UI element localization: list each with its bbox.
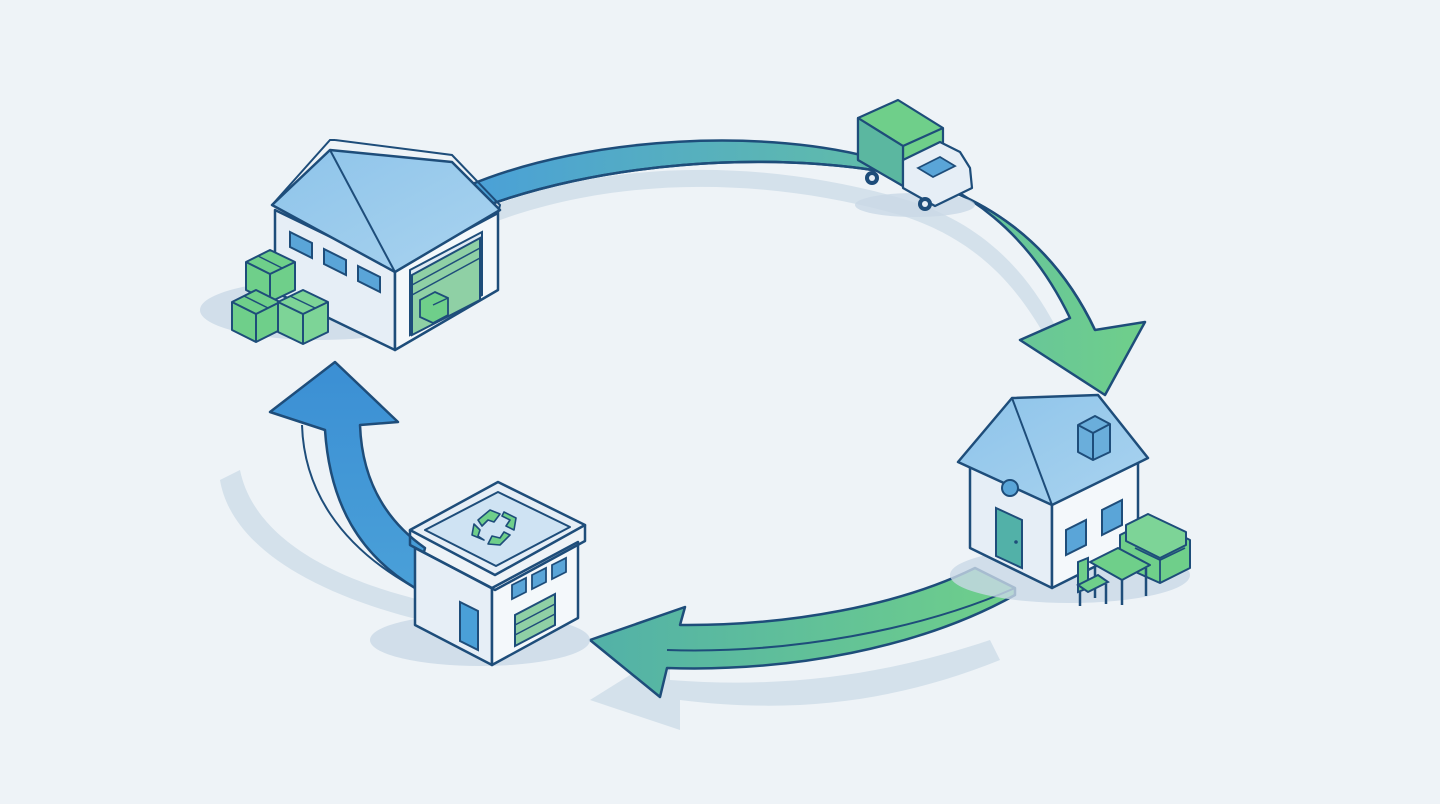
boxes-icon <box>231 249 329 345</box>
arrow-to-warehouse <box>268 360 427 590</box>
recycling-facility-icon <box>370 480 590 667</box>
recycle-symbol-icon <box>471 509 517 546</box>
chair-icon <box>1076 556 1110 606</box>
arrow-to-home <box>468 139 1147 397</box>
arrow-to-recycling <box>588 566 1017 699</box>
delivery-truck-icon <box>855 98 975 217</box>
